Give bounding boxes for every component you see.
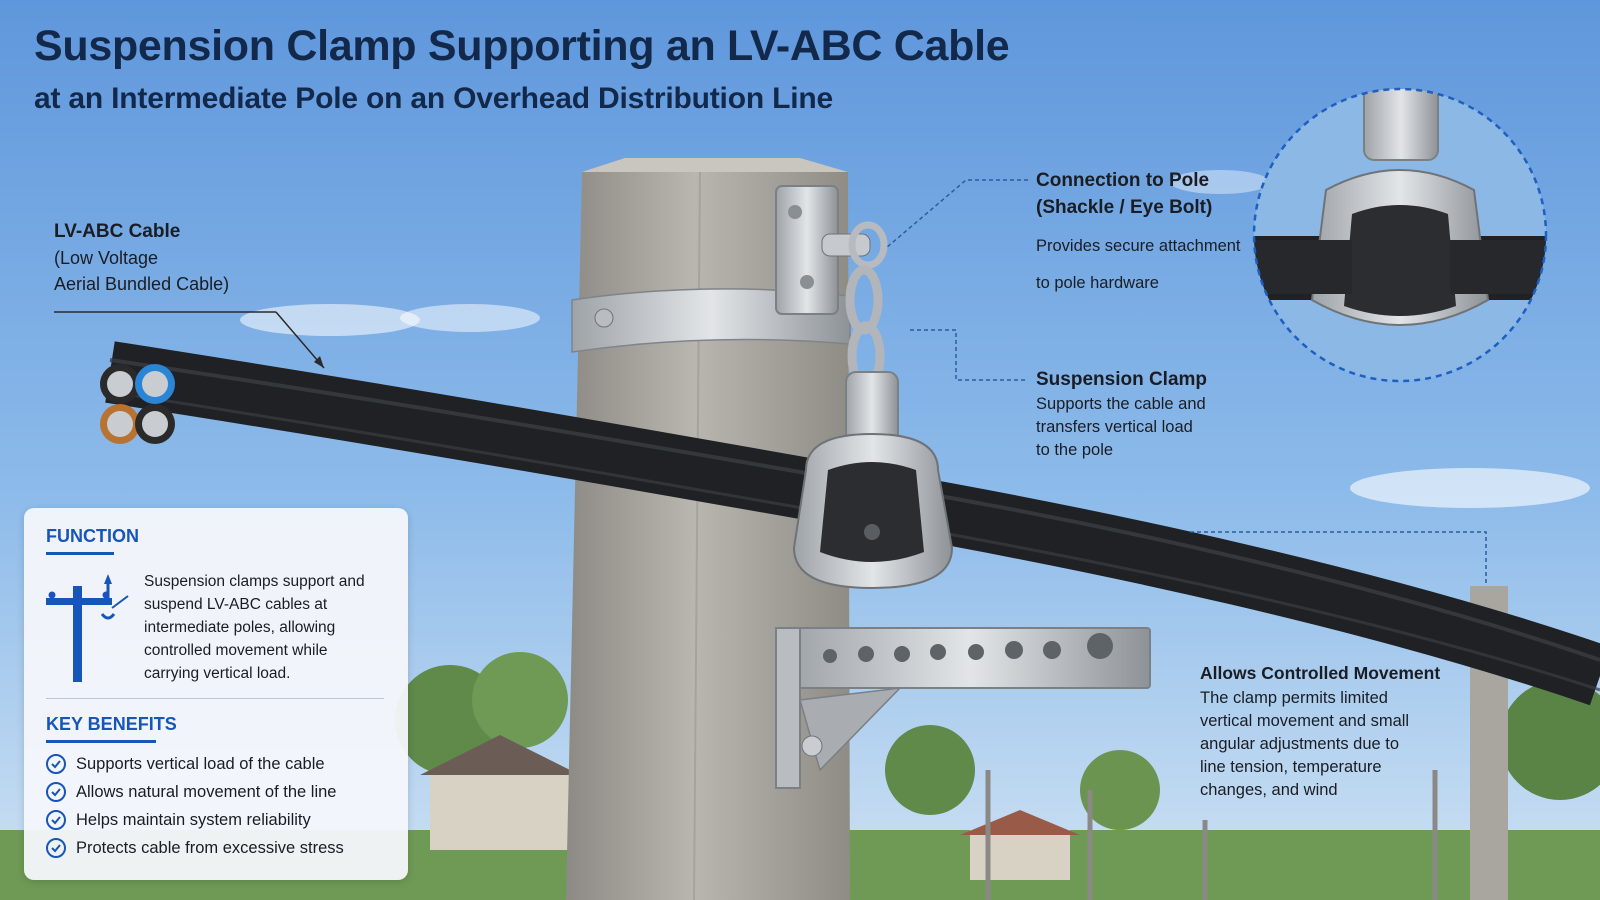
check-circle-icon xyxy=(46,782,66,802)
movement-callout-line: line tension, temperature xyxy=(1200,758,1382,776)
cable-label-leader xyxy=(54,311,325,369)
pole-connection-line: to pole hardware xyxy=(1036,274,1159,292)
benefit-item: Helps maintain system reliability xyxy=(46,806,344,834)
benefit-item: Supports vertical load of the cable xyxy=(46,750,344,778)
function-heading: FUNCTION xyxy=(46,526,139,546)
callout-leaders xyxy=(885,179,1487,586)
clamp-callout-title: Suspension Clamp xyxy=(1036,369,1208,390)
benefits-list: Supports vertical load of the cable Allo… xyxy=(46,750,344,862)
function-text: Suspension clamps support and suspend LV… xyxy=(144,570,394,685)
function-line: carrying vertical load. xyxy=(144,665,291,682)
cable-callout-line: (Low Voltage xyxy=(54,248,159,268)
benefit-label: Helps maintain system reliability xyxy=(76,810,311,829)
pole-connection-title: Connection to Pole xyxy=(1036,170,1210,191)
check-circle-icon xyxy=(46,838,66,858)
pole-connection-title: (Shackle / Eye Bolt) xyxy=(1036,197,1213,218)
function-underline xyxy=(46,552,114,555)
clamp-callout-line: Supports the cable and xyxy=(1036,395,1206,413)
cable-callout-title: LV-ABC Cable xyxy=(54,221,181,242)
benefit-label: Allows natural movement of the line xyxy=(76,782,337,801)
panel-divider xyxy=(46,698,384,699)
inset-detail xyxy=(1252,87,1548,383)
page-title: Suspension Clamp Supporting an LV-ABC Ca… xyxy=(34,22,1010,70)
far-poles xyxy=(985,770,1438,900)
movement-callout-line: changes, and wind xyxy=(1200,781,1338,799)
bracket-arm xyxy=(775,627,1151,789)
benefit-label: Protects cable from excessive stress xyxy=(76,838,344,857)
cable-callout: LV-ABC Cable (Low Voltage Aerial Bundled… xyxy=(54,218,229,297)
function-line: intermediate poles, allowing xyxy=(144,619,336,636)
movement-callout-line: angular adjustments due to xyxy=(1200,735,1400,753)
movement-callout-title: Allows Controlled Movement xyxy=(1200,663,1441,683)
pole-connection-line: Provides secure attachment xyxy=(1036,237,1241,255)
suspension-clamp xyxy=(792,371,954,590)
movement-callout: Allows Controlled Movement The clamp per… xyxy=(1200,660,1440,802)
check-circle-icon xyxy=(46,754,66,774)
utility-pole-icon xyxy=(46,574,129,682)
movement-callout-line: vertical movement and small xyxy=(1200,712,1410,730)
cable-cores xyxy=(100,364,175,444)
page-subtitle: at an Intermediate Pole on an Overhead D… xyxy=(34,82,833,115)
function-line: controlled movement while xyxy=(144,642,328,659)
movement-callout-line: The clamp permits limited xyxy=(1200,689,1388,707)
pole-connection-callout: Connection to Pole (Shackle / Eye Bolt) … xyxy=(1036,167,1241,295)
check-circle-icon xyxy=(46,810,66,830)
cable-callout-line: Aerial Bundled Cable) xyxy=(54,274,230,294)
function-line: Suspension clamps support and xyxy=(144,573,365,590)
benefits-heading: KEY BENEFITS xyxy=(46,714,177,734)
info-panel: FUNCTION Suspension clamps support and s… xyxy=(24,508,408,880)
benefits-underline xyxy=(46,740,156,743)
clamp-callout: Suspension Clamp Supports the cable and … xyxy=(1036,366,1207,462)
clamp-callout-line: to the pole xyxy=(1036,441,1114,459)
benefit-item: Allows natural movement of the line xyxy=(46,778,344,806)
clamp-callout-line: transfers vertical load xyxy=(1036,418,1193,436)
eye-bolt-plate xyxy=(775,185,888,315)
function-line: suspend LV-ABC cables at xyxy=(144,596,328,613)
benefit-label: Supports vertical load of the cable xyxy=(76,754,325,773)
benefit-item: Protects cable from excessive stress xyxy=(46,834,344,862)
